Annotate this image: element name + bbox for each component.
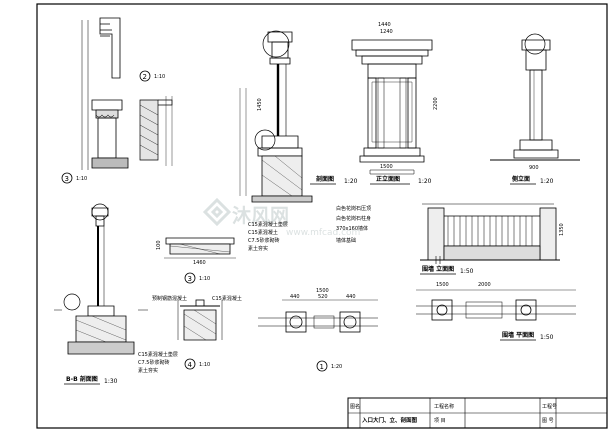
plan-1-callout: 1 1:20: [316, 360, 342, 372]
svg-text:440: 440: [346, 294, 356, 300]
section-view-title: 剖面图 1:20: [310, 175, 358, 185]
svg-text:C7.5砂浆砌砖: C7.5砂浆砌砖: [248, 237, 279, 244]
side-elevation: [490, 33, 580, 161]
side-elevation-title-text: 侧立面: [512, 175, 530, 183]
project-label: 项 目: [434, 418, 446, 424]
fence-elevation-title: 围墙 立面图 1:50: [420, 265, 474, 275]
detail-3b: [164, 237, 236, 259]
detail-3a-number: 3: [65, 175, 69, 183]
section-view-scale: 1:20: [344, 178, 358, 185]
gate-inner-dim: 1240: [380, 29, 393, 35]
svg-text:C15素混凝土: C15素混凝土: [248, 229, 278, 236]
detail3-depth-dim: 100: [156, 240, 162, 250]
detail-4-number: 4: [188, 361, 193, 369]
gate-top-dim: 1440: [378, 22, 391, 28]
plan-1-number: 1: [320, 363, 324, 371]
fence-plan-dims: 1500 2000: [436, 282, 491, 288]
svg-text:C15素混凝土垫层: C15素混凝土垫层: [248, 221, 288, 228]
detail-4-callout: 4 1:10: [184, 358, 210, 370]
detail-3a-callout: 3 1:10: [61, 172, 87, 184]
detail3-width-dim: 1460: [193, 260, 206, 266]
fence-elevation-title-text: 围墙 立面图: [422, 265, 454, 273]
svg-text:440: 440: [290, 294, 300, 300]
svg-text:C15素混凝土: C15素混凝土: [212, 295, 242, 302]
plan-1: [258, 299, 378, 333]
svg-text:370x160墙体: 370x160墙体: [336, 225, 368, 232]
svg-text:白色花岗石压顶: 白色花岗石压顶: [336, 205, 371, 212]
section-height-dim: 1450: [257, 98, 263, 111]
svg-text:C7.5砂浆砌砖: C7.5砂浆砌砖: [138, 359, 169, 366]
svg-text:1500: 1500: [316, 288, 329, 294]
detail-2-callout: 2 1:10: [139, 70, 165, 82]
detail-4: [177, 299, 223, 341]
svg-text:素土夯实: 素土夯实: [138, 367, 158, 374]
fence-elevation: [420, 203, 560, 264]
svg-text:2000: 2000: [478, 282, 491, 288]
detail-3b-number: 3: [188, 275, 192, 283]
fence-elevation-scale: 1:50: [460, 268, 474, 275]
detail-4-labels: 预制钢筋混凝土 C15素混凝土: [152, 295, 242, 302]
title-block-text: 图名 入口大门、立、剖面图 工程名称 项 目 工程号 图 号: [350, 403, 557, 424]
gate-elevation-scale: 1:20: [418, 178, 432, 185]
detail-cornice: [81, 17, 129, 170]
svg-text:1500: 1500: [436, 282, 449, 288]
fence-height-dim: 1350: [559, 223, 565, 236]
watermark-brand: 沐风网: [232, 205, 289, 227]
fence-plan-scale: 1:50: [540, 334, 554, 341]
fence-plan-title-text: 围墙 平面图: [502, 331, 534, 339]
gate-elevation-title-text: 正立面图: [376, 175, 400, 183]
gate-base-dim: 1500: [380, 164, 393, 170]
svg-text:C15素混凝土垫层: C15素混凝土垫层: [138, 351, 178, 358]
section-view-title-text: 剖面图: [316, 175, 334, 183]
detail-3a-scale: 1:10: [76, 176, 87, 182]
section-bb-notes: C15素混凝土垫层 C7.5砂浆砌砖 素土夯实: [138, 351, 178, 374]
drawing-name: 入口大门、立、剖面图: [361, 416, 418, 424]
fence-plan: [416, 289, 576, 321]
svg-text:520: 520: [318, 294, 328, 300]
detail-3b-scale: 1:10: [199, 276, 210, 282]
detail-2-number: 2: [143, 73, 147, 81]
drawing-name-label: 图名: [350, 403, 360, 410]
section-bb-scale: 1:30: [104, 378, 118, 385]
detail-concrete-notes: C15素混凝土垫层 C15素混凝土 C7.5砂浆砌砖 素土夯实: [248, 221, 288, 252]
gate-elevation-title: 正立面图 1:20: [370, 175, 432, 185]
detail-3b-callout: 3 1:10: [184, 272, 210, 284]
project-no-label: 工程号: [542, 403, 557, 410]
svg-text:白色花岗石柱身: 白色花岗石柱身: [336, 215, 371, 222]
watermark-url: www.mfcad.com: [286, 228, 360, 238]
gate-elevation: [351, 39, 433, 175]
plan-1-scale: 1:20: [331, 364, 342, 370]
fence-callouts: 白色花岗石压顶 白色花岗石柱身 370x160墙体 墙体基础: [336, 205, 371, 244]
side-elevation-title: 侧立面 1:20: [510, 175, 554, 185]
svg-text:墙体基础: 墙体基础: [336, 237, 356, 244]
detail-2-scale: 1:10: [154, 74, 165, 80]
section-bb-title: B-B 剖面图 1:30: [64, 375, 118, 385]
sheet-border: [36, 3, 608, 429]
drawing-no-label: 图 号: [542, 418, 554, 424]
svg-text:素土夯实: 素土夯实: [248, 245, 268, 252]
fence-plan-title: 围墙 平面图 1:50: [500, 331, 554, 341]
svg-text:预制钢筋混凝土: 预制钢筋混凝土: [152, 295, 187, 302]
project-name-label: 工程名称: [434, 403, 454, 410]
section-bb: [54, 203, 148, 355]
side-base-dim: 900: [529, 165, 539, 171]
title-block: [347, 397, 608, 429]
watermark: 沐风网 www.mfcad.com: [202, 197, 360, 238]
detail-4-scale: 1:10: [199, 362, 210, 368]
plan-1-dims: 440 520 440 1500: [290, 288, 356, 300]
gate-height-dim: 2200: [433, 97, 439, 110]
detail-2-section: [139, 96, 173, 166]
section-bb-title-text: B-B 剖面图: [66, 375, 98, 383]
section-view: [239, 30, 313, 203]
side-elevation-scale: 1:20: [540, 178, 554, 185]
